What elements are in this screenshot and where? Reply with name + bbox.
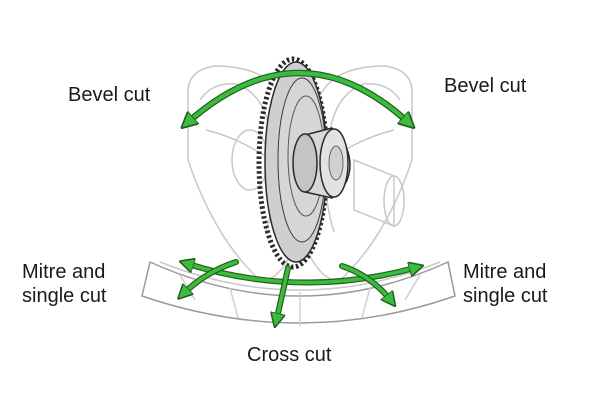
- label-cross-cut: Cross cut: [247, 344, 332, 366]
- blade-hub: [292, 127, 351, 199]
- label-bevel-cut-left: Bevel cut: [68, 84, 151, 106]
- label-mitre-single-cut-left: Mitre and single cut: [22, 260, 107, 308]
- movement-arrows: [182, 69, 418, 322]
- label-mitre-right-line1: Mitre and: [463, 261, 547, 283]
- label-mitre-left-line1: Mitre and: [22, 261, 106, 283]
- label-bevel-cut-right: Bevel cut: [444, 75, 527, 97]
- label-mitre-single-cut-right: Mitre and single cut: [463, 260, 548, 308]
- label-mitre-right-line2: single cut: [463, 285, 548, 307]
- label-mitre-left-line2: single cut: [22, 285, 107, 307]
